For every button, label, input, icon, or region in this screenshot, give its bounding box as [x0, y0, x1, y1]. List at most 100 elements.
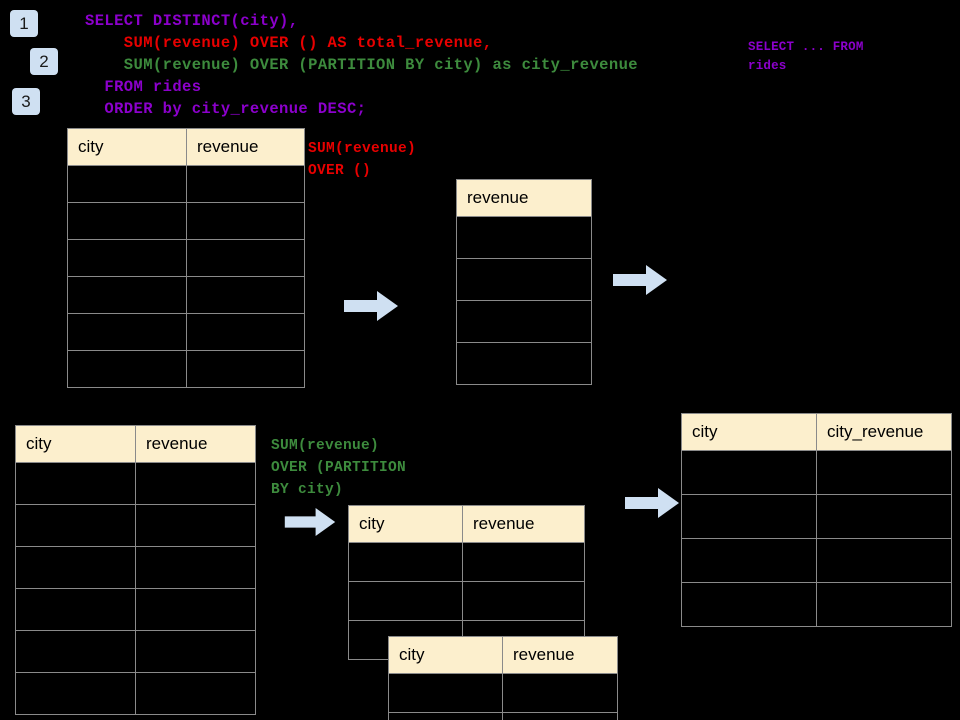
column-header-revenue: revenue [502, 636, 618, 674]
column-header-city: city [67, 128, 187, 166]
table-row [456, 342, 592, 385]
sql-line-total-revenue: SUM(revenue) OVER () AS total_revenue, [85, 34, 493, 52]
cell-city [15, 462, 136, 505]
column-header-city-revenue: city_revenue [816, 413, 952, 451]
table-row [388, 712, 618, 720]
sql-line-city-revenue: SUM(revenue) OVER (PARTITION BY city) as… [85, 56, 638, 74]
table-row [15, 462, 256, 505]
cell-revenue [135, 588, 256, 631]
cell-revenue [186, 313, 305, 351]
cell-revenue [135, 546, 256, 589]
cell-revenue [135, 630, 256, 673]
table-row [681, 582, 952, 627]
column-header-revenue: revenue [186, 128, 305, 166]
table-row [15, 504, 256, 547]
cell-revenue [186, 202, 305, 240]
cell-revenue [186, 350, 305, 388]
cell-revenue [135, 462, 256, 505]
cell-city-revenue [816, 450, 952, 495]
cell-city-revenue [816, 582, 952, 627]
step-badge-1: 1 [10, 10, 38, 37]
column-header-city: city [15, 425, 136, 463]
arrow-source-to-partition [284, 508, 336, 536]
cell-revenue [135, 672, 256, 715]
cell-revenue [186, 165, 305, 203]
cell-city [67, 239, 187, 277]
table-header-row: city revenue [67, 128, 305, 166]
arrow-source-to-total [344, 291, 398, 321]
annotation-over-partition-line1: SUM(revenue) [271, 438, 380, 454]
cell-city [67, 350, 187, 388]
sql-line-order-by: ORDER by city_revenue DESC; [85, 100, 367, 118]
table-row [681, 538, 952, 583]
cell-revenue [502, 712, 618, 720]
annotation-over-empty-line1: SUM(revenue) [308, 141, 417, 157]
table-row [348, 581, 585, 621]
table-row [15, 546, 256, 589]
cell-revenue [462, 542, 585, 582]
column-header-revenue: revenue [462, 505, 585, 543]
table-header-row: revenue [456, 179, 592, 217]
cell-city [67, 165, 187, 203]
cell-city [388, 712, 503, 720]
annotation-over-partition-line3: BY city) [271, 482, 344, 498]
cell-city [348, 542, 463, 582]
column-header-city: city [388, 636, 503, 674]
cell-revenue [456, 342, 592, 385]
table-row [15, 588, 256, 631]
sql-line-from: FROM rides [85, 78, 202, 96]
table-row [67, 165, 305, 203]
table-row [67, 313, 305, 351]
cell-city-revenue [816, 538, 952, 583]
table-header-row: city revenue [15, 425, 256, 463]
annotation-select-from-line1: SELECT ... FROM [748, 40, 864, 54]
cell-city [681, 450, 817, 495]
cell-city [388, 673, 503, 713]
column-header-city: city [681, 413, 817, 451]
cell-revenue [462, 581, 585, 621]
cell-revenue [135, 504, 256, 547]
cell-city [15, 672, 136, 715]
cell-revenue [186, 239, 305, 277]
cell-revenue [502, 673, 618, 713]
cell-city [15, 630, 136, 673]
table-row [67, 350, 305, 388]
annotation-select-from-line2: rides [748, 59, 787, 73]
step-badge-2: 2 [30, 48, 58, 75]
cell-city [348, 581, 463, 621]
arrow-partition-to-result [625, 488, 679, 518]
table-row [67, 202, 305, 240]
cell-city [67, 276, 187, 314]
step-badge-3: 3 [12, 88, 40, 115]
annotation-over-partition-line2: OVER (PARTITION [271, 460, 407, 476]
table-final-result: city city_revenue [681, 413, 952, 627]
table-header-row: city revenue [388, 636, 618, 674]
table-row [67, 239, 305, 277]
sql-line-select: SELECT DISTINCT(city), [85, 12, 299, 30]
table-header-row: city revenue [348, 505, 585, 543]
table-row [456, 300, 592, 343]
table-partition-group-front: city revenue [388, 636, 618, 720]
cell-city [67, 202, 187, 240]
cell-city [15, 588, 136, 631]
table-row [456, 216, 592, 259]
table-row [348, 542, 585, 582]
table-header-row: city city_revenue [681, 413, 952, 451]
table-rides-source-top: city revenue [67, 128, 305, 388]
table-rides-source-bottom: city revenue [15, 425, 256, 715]
cell-revenue [456, 216, 592, 259]
table-row [388, 673, 618, 713]
cell-city [15, 546, 136, 589]
table-row [456, 258, 592, 301]
cell-revenue [456, 258, 592, 301]
table-row [681, 450, 952, 495]
table-row [15, 672, 256, 715]
column-header-revenue: revenue [456, 179, 592, 217]
cell-revenue [186, 276, 305, 314]
column-header-city: city [348, 505, 463, 543]
cell-city [67, 313, 187, 351]
arrow-total-to-result [613, 265, 667, 295]
cell-revenue [456, 300, 592, 343]
table-total-revenue: revenue [456, 179, 592, 385]
